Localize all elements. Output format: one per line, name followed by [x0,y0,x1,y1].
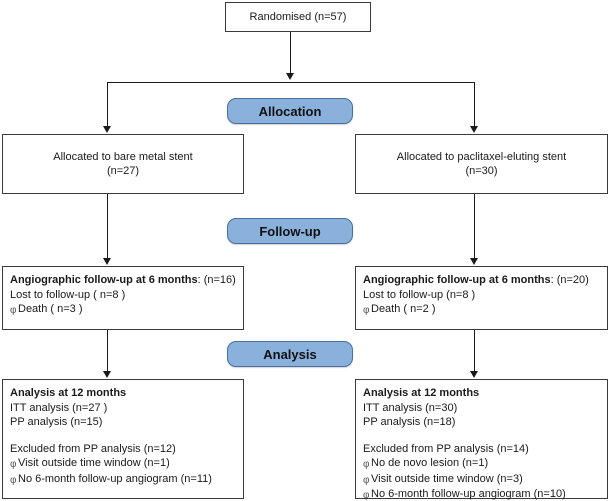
randomised-label: Randomised (n=57) [249,11,347,23]
followup-box-right: Angiographic follow-up at 6 months: (n=2… [355,266,608,330]
bullet-icon: φ [10,459,17,470]
connector-allocation-left-drop [107,82,108,126]
analysis-left-itt: ITT analysis (n=27 ) [10,401,108,414]
connector-followup-left-stem [107,194,108,258]
followup-left-lost: Lost to follow-up ( n=8 ) [10,288,126,301]
bullet-icon: φ [363,490,370,501]
followup-right-header-value: : (n=20) [550,274,589,286]
analysis-right-pp: PP analysis (n=18) [363,416,456,428]
allocation-right-text: Allocated to paclitaxel-eluting stent (n… [397,150,566,178]
stage-banner-followup: Follow-up [227,218,353,244]
allocation-box-right: Allocated to paclitaxel-eluting stent (n… [355,134,608,194]
analysis-left-pp: PP analysis (n=15) [10,416,103,428]
followup-left-death: Death ( n=3 ) [18,303,83,315]
connector-analysis-left-arrowhead [103,371,111,378]
analysis-box-left: Analysis at 12 months ITT analysis (n=27… [2,379,244,499]
analysis-right-header: Analysis at 12 months [363,387,480,399]
connector-allocation-right-drop [474,82,475,126]
followup-left-header-bold: Angiographic follow-up at 6 months [10,274,198,286]
analysis-right-excluded-item-2-label: Visit outside time window (n=3) [371,472,523,485]
connector-followup-right-arrowhead [470,258,478,265]
connector-followup-right-stem [474,194,475,258]
connector-followup-left-arrowhead [103,258,111,265]
connector-randomised-stem [290,32,291,76]
followup-right-lost: Lost to follow-up (n=8 ) [363,288,476,301]
analysis-right-excluded-item-1-label: No de novo lesion (n=1) [371,457,489,469]
followup-left-body: Angiographic follow-up at 6 months: (n=1… [3,267,243,322]
analysis-right-body: Analysis at 12 months ITT analysis (n=30… [356,380,607,501]
randomised-box: Randomised (n=57) [225,2,371,32]
bullet-icon: φ [10,305,17,316]
connector-allocation-split [107,82,475,83]
followup-right-header: Angiographic follow-up at 6 months: (n=2… [363,273,600,288]
allocation-right-line2: (n=30) [465,165,498,177]
analysis-left-excluded-item-2-label: No 6-month follow-up angiogram (n=11) [18,472,212,485]
connector-analysis-left-stem [107,330,108,372]
connector-allocation-left-arrowhead [103,126,111,133]
bullet-icon: φ [363,459,370,470]
allocation-box-left: Allocated to bare metal stent (n=27) [2,134,244,194]
connector-analysis-right-arrowhead [470,371,478,378]
followup-right-body: Angiographic follow-up at 6 months: (n=2… [356,267,607,322]
stage-banner-analysis-label: Analysis [263,346,317,362]
analysis-left-body: Analysis at 12 months ITT analysis (n=27… [3,380,243,491]
bullet-icon: φ [10,474,17,486]
bullet-icon: φ [363,474,370,486]
followup-right-death: Death ( n=2 ) [371,303,436,315]
allocation-left-line2: (n=27) [106,165,140,177]
allocation-left-line1: Allocated to bare metal stent [53,151,193,163]
allocation-left-text: Allocated to bare metal stent (n=27) [53,150,192,178]
analysis-right-excluded-item-3-label: No 6-month follow-up angiogram (n=10) [371,488,566,500]
connector-allocation-right-arrowhead [470,126,478,133]
connector-analysis-right-stem [474,330,475,372]
analysis-left-excluded-header: Excluded from PP analysis (n=12) [10,442,176,455]
analysis-left-header: Analysis at 12 months [10,387,127,399]
stage-banner-followup-label: Follow-up [259,223,321,239]
followup-box-left: Angiographic follow-up at 6 months: (n=1… [2,266,244,330]
analysis-right-spacer [363,430,600,442]
followup-left-header-value: : (n=16) [197,274,236,286]
analysis-box-right: Analysis at 12 months ITT analysis (n=30… [355,379,608,501]
bullet-icon: φ [363,305,370,316]
followup-right-header-bold: Angiographic follow-up at 6 months [363,274,551,286]
connector-randomised-arrowhead [286,73,294,80]
stage-banner-allocation-label: Allocation [258,103,322,119]
stage-banner-allocation: Allocation [227,98,353,124]
analysis-left-spacer [10,430,236,442]
analysis-left-excluded-item-1-label: Visit outside time window (n=1) [18,457,170,469]
analysis-right-itt: ITT analysis (n=30) [363,401,458,414]
followup-left-header: Angiographic follow-up at 6 months: (n=1… [10,273,236,288]
stage-banner-analysis: Analysis [227,341,353,367]
allocation-right-line1: Allocated to paclitaxel-eluting stent [396,151,567,163]
analysis-right-excluded-header: Excluded from PP analysis (n=14) [363,442,529,455]
